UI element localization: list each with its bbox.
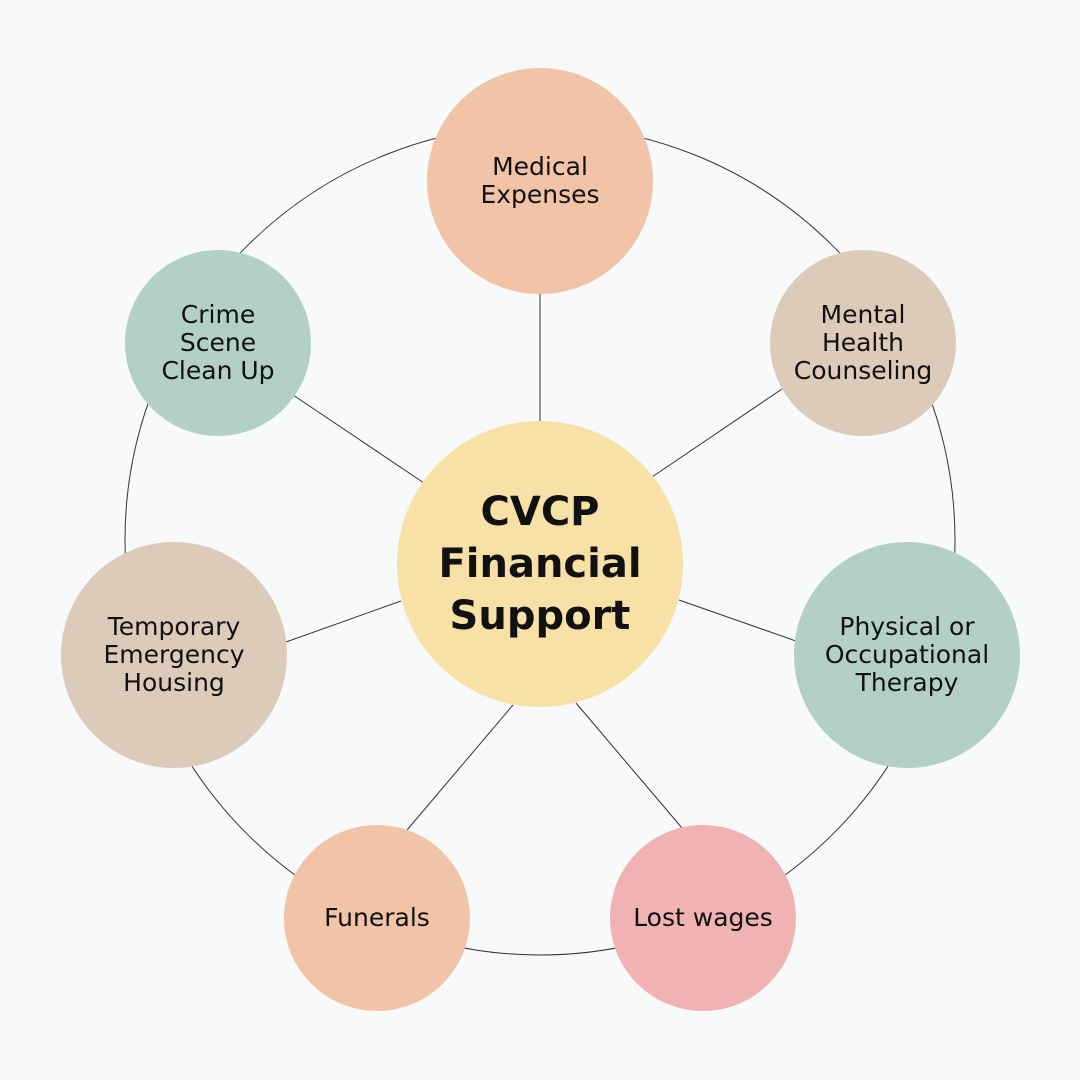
node-medical-expenses: Medical Expenses bbox=[427, 68, 653, 294]
center-label: CVCP Financial Support bbox=[438, 489, 642, 639]
node-temporary-housing: Temporary Emergency Housing bbox=[61, 542, 287, 768]
node-label: Funerals bbox=[324, 903, 430, 932]
node-funerals: Funerals bbox=[284, 825, 470, 1011]
node-label: Physical or Occupational Therapy bbox=[824, 612, 990, 697]
spoke-lost bbox=[575, 702, 683, 829]
center-node: CVCP Financial Support bbox=[397, 421, 683, 707]
node-label: Mental Health Counseling bbox=[793, 300, 933, 385]
node-label: Temporary Emergency Housing bbox=[103, 612, 245, 697]
node-label: Lost wages bbox=[633, 903, 773, 932]
node-physical-therapy: Physical or Occupational Therapy bbox=[794, 542, 1020, 768]
spoke-physical bbox=[678, 599, 797, 642]
spoke-temp bbox=[285, 600, 402, 643]
node-crime-scene-clean-up: Crime Scene Clean Up bbox=[125, 250, 311, 436]
node-mental-health-counseling: Mental Health Counseling bbox=[770, 250, 956, 436]
node-lost-wages: Lost wages bbox=[610, 825, 796, 1011]
node-label: Medical Expenses bbox=[480, 152, 600, 209]
spoke-funerals bbox=[406, 704, 514, 831]
node-label: Crime Scene Clean Up bbox=[161, 300, 275, 385]
spoke-crime bbox=[292, 394, 425, 484]
spoke-mental bbox=[651, 388, 783, 478]
